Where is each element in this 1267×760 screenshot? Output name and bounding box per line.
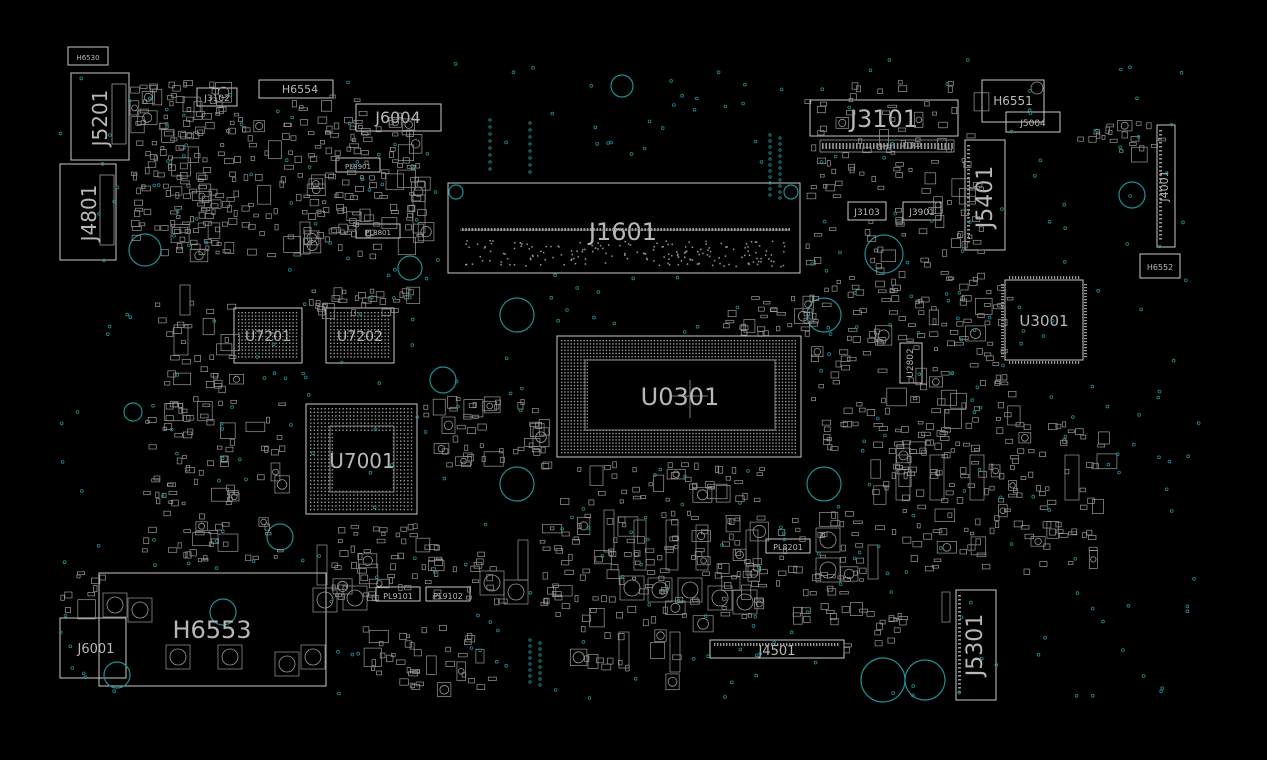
label-h6553: H6553 [172, 616, 251, 644]
label-j4801: J4801 [77, 185, 101, 244]
label-h6554: H6554 [282, 83, 318, 96]
label-j5301: J5301 [963, 614, 988, 678]
label-j5401: J5401 [973, 166, 998, 230]
component-labels: H6530J5201J4801J3102H6554J6004PL8901PL88… [76, 54, 1173, 678]
label-h6530: H6530 [76, 54, 99, 62]
label-j6001: J6001 [77, 642, 115, 657]
label-j3101: J3101 [848, 105, 918, 133]
generated-detail [58, 58, 1201, 700]
label-pl8201: PL8201 [773, 543, 803, 552]
label-pl9101: PL9101 [383, 592, 413, 601]
label-j1601: J1601 [587, 218, 657, 246]
label-j5201: J5201 [88, 90, 112, 149]
label-u0301: U0301 [641, 383, 720, 411]
label-j3103: J3103 [853, 208, 880, 218]
label-j5004: J5004 [1019, 119, 1046, 129]
label-j4501: J4501 [758, 644, 796, 659]
label-h6552: H6552 [1147, 263, 1173, 272]
label-pl9102: PL9102 [433, 592, 463, 601]
label-pl8801: PL8801 [365, 229, 391, 237]
label-pl8901: PL8901 [345, 163, 371, 171]
label-j3901: J3901 [908, 208, 935, 218]
label-u7001: U7001 [329, 449, 395, 473]
board-outlines [59, 46, 1181, 703]
label-u3001: U3001 [1019, 312, 1068, 330]
label-u2802: U2802 [906, 348, 916, 378]
label-h6551: H6551 [993, 94, 1033, 108]
